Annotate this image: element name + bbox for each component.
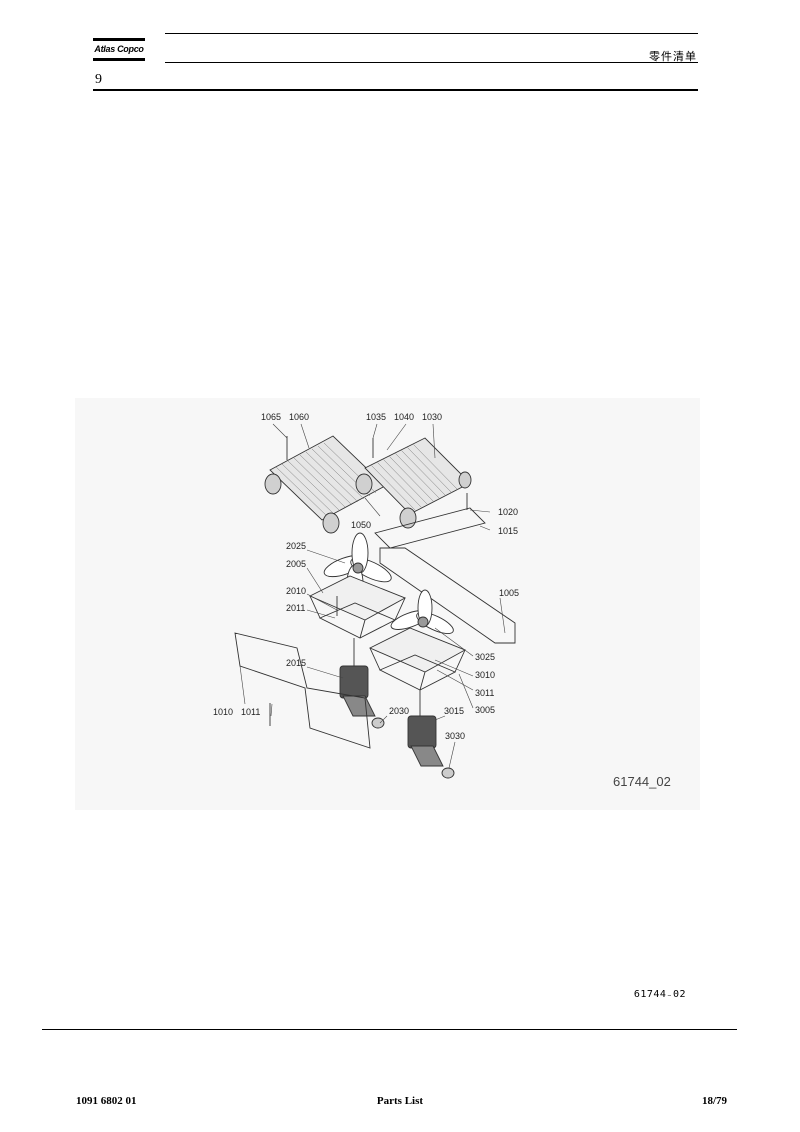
callout-1011: 1011 xyxy=(241,707,260,717)
callout-3030: 3030 xyxy=(445,731,465,741)
figure-caption-code: 61744₋02 xyxy=(633,989,686,1000)
callout-2030: 2030 xyxy=(389,706,409,716)
leader-lines xyxy=(239,423,506,769)
footer-rule xyxy=(42,1029,737,1030)
callout-3011: 3011 xyxy=(475,688,494,698)
document-number: 1091 6802 01 xyxy=(76,1095,137,1107)
callout-1035: 1035 xyxy=(366,412,386,422)
callout-3025: 3025 xyxy=(475,652,495,662)
callout-2010: 2010 xyxy=(286,586,306,596)
logo-bar-bottom xyxy=(93,58,145,61)
callout-3010: 3010 xyxy=(475,670,495,680)
callout-2005: 2005 xyxy=(286,559,306,569)
logo-text: Atlas Copco xyxy=(94,44,144,54)
callout-2011: 2011 xyxy=(286,603,305,613)
logo-bar-top xyxy=(93,38,145,41)
brand-logo: Atlas Copco xyxy=(93,38,145,62)
section-number: 9 xyxy=(95,72,102,87)
callout-1030: 1030 xyxy=(422,412,442,422)
callout-1040: 1040 xyxy=(394,412,414,422)
callout-2015: 2015 xyxy=(286,658,306,668)
callout-3005: 3005 xyxy=(475,705,495,715)
header-title: 零件清单 xyxy=(649,50,697,63)
callout-1050: 1050 xyxy=(351,520,371,530)
callout-1065: 1065 xyxy=(261,412,281,422)
callout-1010: 1010 xyxy=(213,707,233,717)
callout-1015: 1015 xyxy=(498,526,518,536)
part-callouts: 1065 1060 1035 1040 1030 1020 1015 1050 … xyxy=(213,412,519,741)
header-rule-top xyxy=(165,33,698,34)
header-rule-bottom xyxy=(93,89,698,91)
callout-1060: 1060 xyxy=(289,412,309,422)
diagram-drawing xyxy=(234,435,516,779)
figure-id-label: 61744_02 xyxy=(613,774,671,789)
diagram-svg: 1065 1060 1035 1040 1030 1020 1015 1050 … xyxy=(213,412,671,789)
header-rule-mid xyxy=(165,62,698,63)
footer-title: Parts List xyxy=(376,1095,424,1107)
exploded-parts-diagram: 1065 1060 1035 1040 1030 1020 1015 1050 … xyxy=(75,398,700,810)
callout-1020: 1020 xyxy=(498,507,518,517)
page-number: 18/79 xyxy=(701,1095,727,1107)
callout-2025: 2025 xyxy=(286,541,306,551)
callout-3015: 3015 xyxy=(444,706,464,716)
callout-1005: 1005 xyxy=(499,588,519,598)
